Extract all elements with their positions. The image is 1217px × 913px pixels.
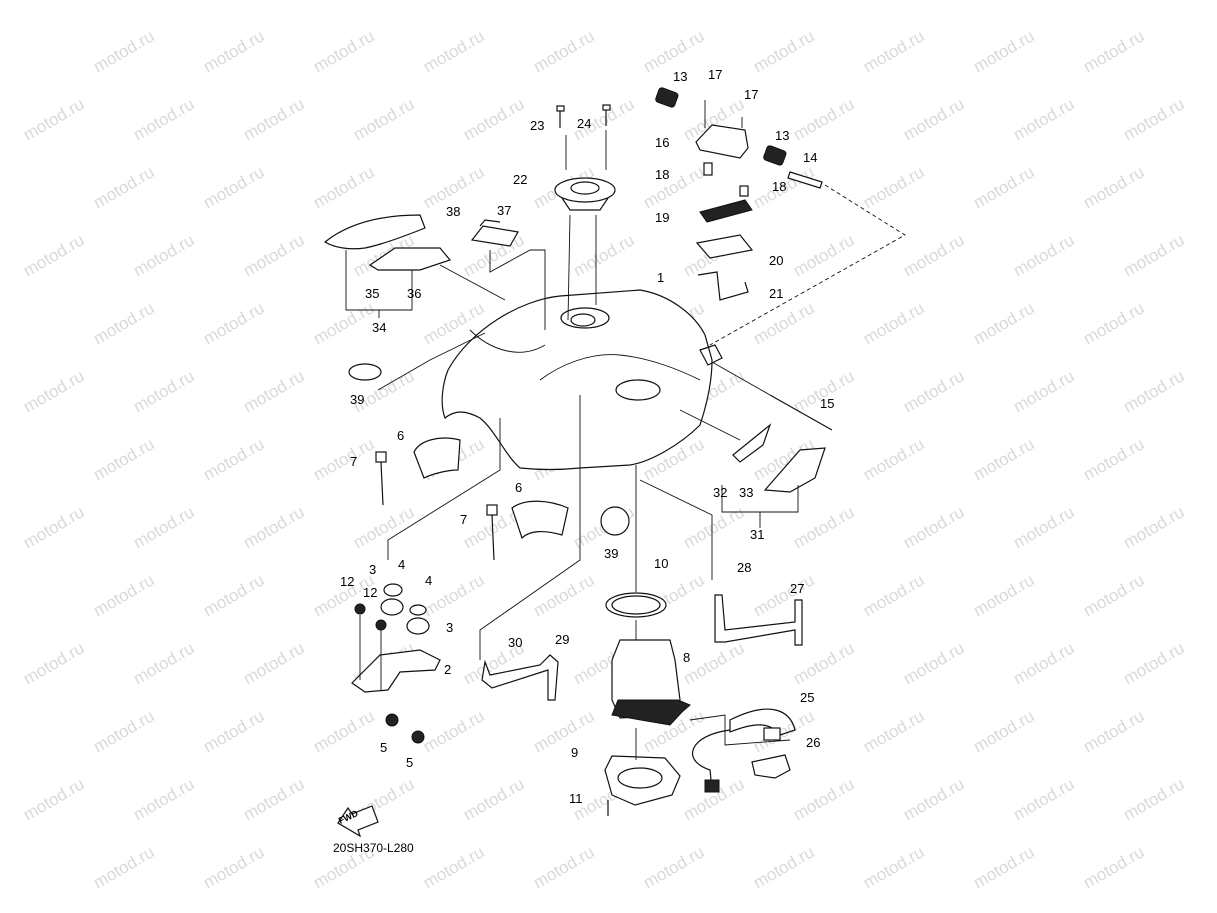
part-label-37: 37: [497, 203, 512, 218]
part-label-38: 38: [446, 204, 461, 219]
part-label-32: 32: [713, 485, 728, 500]
part-label-39b: 39: [604, 546, 619, 561]
part-label-5a: 5: [380, 740, 388, 755]
part-label-5b: 5: [406, 755, 414, 770]
part-label-30: 30: [508, 635, 523, 650]
part-label-39a: 39: [350, 392, 365, 407]
hose-27: [714, 594, 803, 646]
part-label-7b: 7: [460, 512, 468, 527]
part-label-26: 26: [806, 735, 821, 750]
part-label-2: 2: [444, 662, 452, 677]
part-label-6a: 6: [397, 428, 405, 443]
part-label-6b: 6: [515, 480, 523, 495]
part-label-18a: 18: [655, 167, 670, 182]
part-label-4a: 4: [398, 557, 406, 572]
part-label-13a: 13: [673, 69, 688, 84]
part-label-10: 10: [654, 556, 669, 571]
part-label-27: 27: [790, 581, 805, 596]
part-label-3a: 3: [369, 562, 377, 577]
part-label-12a: 12: [340, 574, 355, 589]
side-cover-panel: [368, 247, 452, 271]
part-label-1: 1: [657, 270, 665, 285]
part-label-34: 34: [372, 320, 387, 335]
part-label-19: 19: [655, 210, 670, 225]
part-label-36: 36: [407, 286, 422, 301]
part-label-15: 15: [820, 396, 835, 411]
pump-gasket: [605, 592, 667, 618]
part-label-22: 22: [513, 172, 528, 187]
damper-lower: [511, 500, 569, 540]
part-label-17a: 17: [708, 67, 723, 82]
hose-29: [481, 654, 559, 701]
part-label-18b: 18: [772, 179, 787, 194]
fwd-arrow: [337, 805, 379, 838]
part-label-23: 23: [530, 118, 545, 133]
part-label-4b: 4: [425, 573, 433, 588]
fuel-tank: [441, 289, 713, 471]
part-label-11: 11: [569, 791, 583, 806]
side-cover-left: [323, 214, 426, 250]
wire-harness: [729, 708, 796, 736]
part-label-7a: 7: [350, 454, 358, 469]
part-label-24: 24: [577, 116, 592, 131]
part-label-21: 21: [769, 286, 784, 301]
part-label-28: 28: [737, 560, 752, 575]
part-label-17b: 17: [744, 87, 759, 102]
part-label-13b: 13: [775, 128, 790, 143]
part-label-31: 31: [750, 527, 765, 542]
part-label-35: 35: [365, 286, 380, 301]
part-label-33: 33: [739, 485, 754, 500]
fuel-pump: [611, 639, 681, 719]
fuel-cap: [554, 177, 616, 203]
part-label-9: 9: [571, 745, 579, 760]
part-label-12b: 12: [363, 585, 378, 600]
part-label-14: 14: [803, 150, 818, 165]
part-label-29: 29: [555, 632, 570, 647]
part-label-3b: 3: [446, 620, 454, 635]
part-label-16: 16: [655, 135, 670, 150]
mount-bracket: [351, 649, 441, 693]
part-label-20: 20: [769, 253, 784, 268]
diagram-code: 20SH370-L280: [333, 841, 414, 855]
damper-upper: [413, 437, 461, 479]
part-label-8: 8: [683, 650, 691, 665]
part-label-25: 25: [800, 690, 815, 705]
